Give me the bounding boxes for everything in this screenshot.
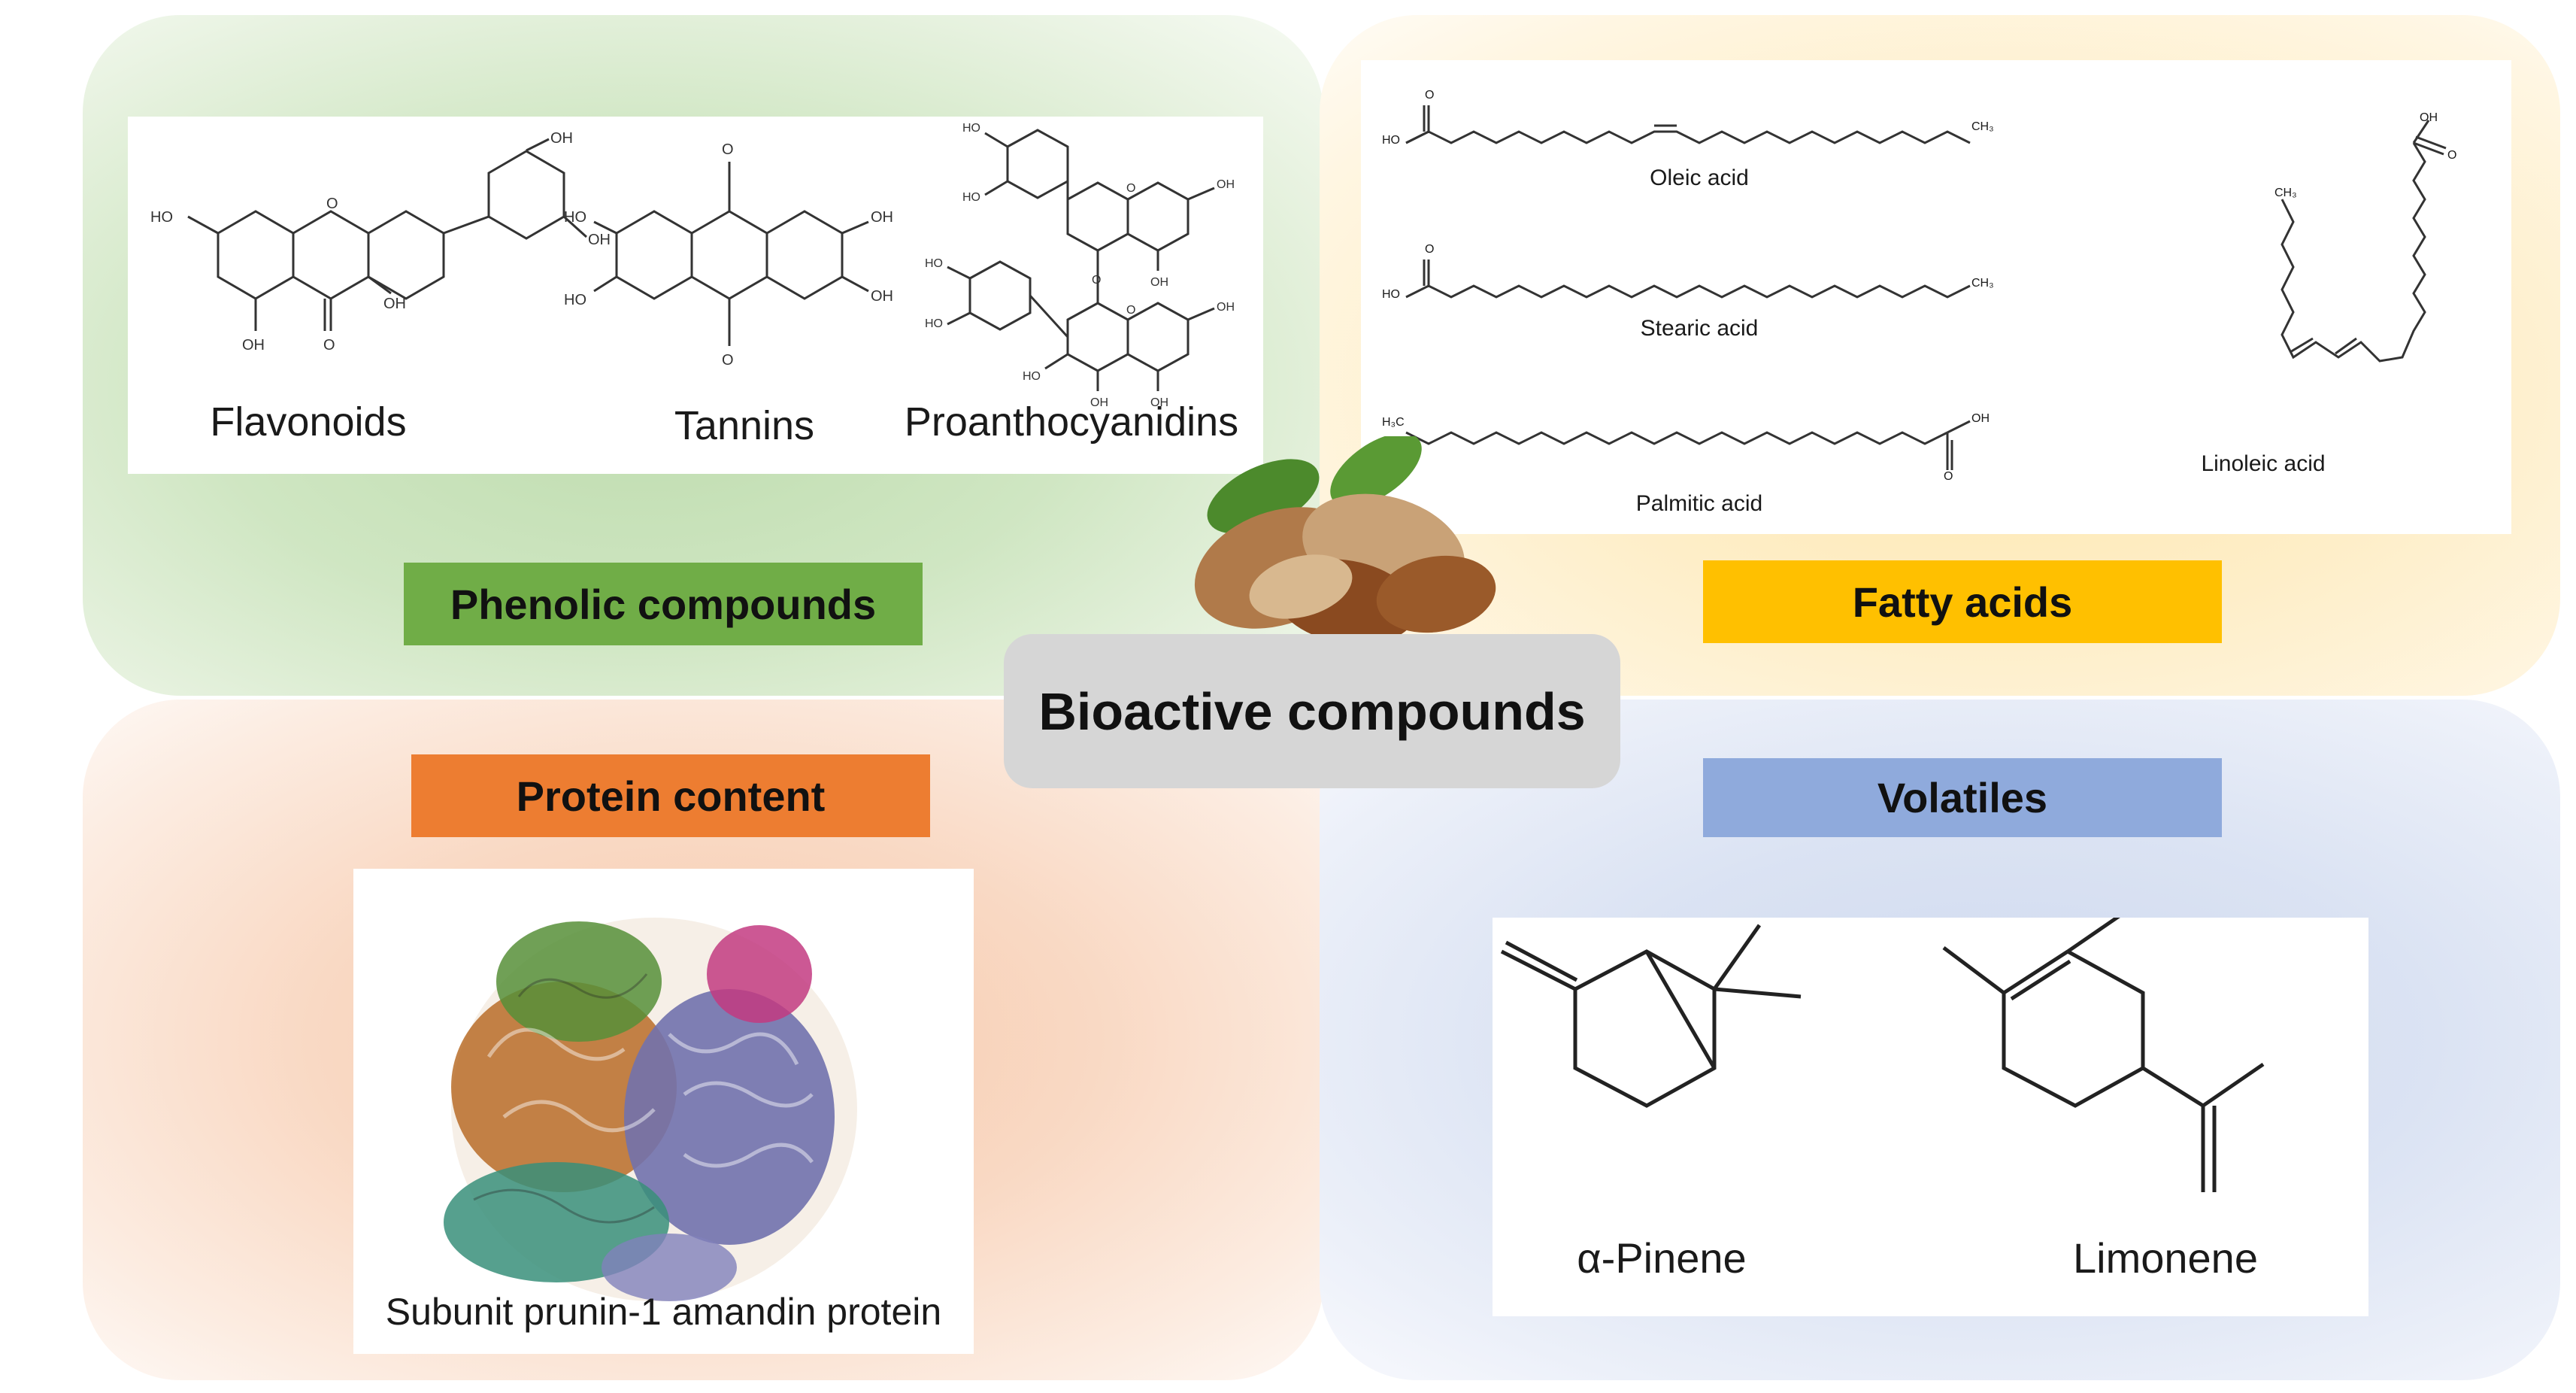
protein-caption: Subunit prunin-1 amandin protein [385,1291,942,1333]
tannin-structure [593,162,869,346]
oleic-ho: HO [1382,134,1400,147]
flavonoid-oh-label-1: HO [150,209,173,226]
volatiles-tag: Volatiles [1703,758,2222,837]
tannin-oh-label-3: OH [871,209,893,226]
flavonoid-oh-label-4: OH [550,130,573,147]
pac-oh-label-6: OH [1217,301,1235,314]
pac-oh-label-7: OH [1150,276,1168,289]
flavonoid-oh-label-3: OH [383,296,406,312]
flavonoid-o-label-2: O [323,337,335,354]
stearic-ch3: CH₃ [1971,277,1994,290]
palmitic-o: O [1944,470,1953,483]
stearic-ho: HO [1382,288,1400,301]
tannin-oh-label-4: OH [871,288,893,305]
pac-oh-label-2: HO [962,191,980,204]
pac-oh-label-4: HO [925,317,943,330]
protein-ribbon-image [444,918,857,1301]
pac-oh-label-5: OH [1217,178,1235,191]
proanthocyanidin-structure [947,129,1215,391]
fatty-acid-lines [1361,60,2511,534]
pac-oh-label-1: HO [962,122,980,135]
protein-structure-panel: Subunit prunin-1 amandin protein [353,869,974,1354]
linoleic-acid-caption: Linoleic acid [2201,451,2326,476]
phenolic-compounds-tag: Phenolic compounds [404,563,923,645]
phenolic-structures-panel: O HO OH OH OH OH O O O HO HO OH OH [128,117,1263,474]
oleic-ch3: CH₃ [1971,120,1994,133]
pac-oh-label-10: HO [1023,370,1041,383]
stearic-o: O [1425,243,1435,256]
almond-illustration [1194,436,1496,645]
limonene-label: Limonene [2073,1234,2258,1282]
alpha-pinene-label: α-Pinene [1577,1234,1747,1282]
tannins-label: Tannins [674,403,815,448]
linoleic-ch3: CH₃ [2274,187,2297,199]
flavonoid-o-label: O [326,196,338,212]
pac-oh-label-9: OH [1090,396,1108,409]
pac-o-label-2: O [1126,304,1135,317]
palmitic-oh: OH [1971,412,1990,425]
alpha-pinene-structure [1500,924,1802,1108]
stearic-acid-caption: Stearic acid [1640,316,1759,341]
linoleic-oh: OH [2420,111,2438,124]
bioactive-compounds-center-label: Bioactive compounds [1004,634,1620,788]
palmitic-h3c: H₃C [1382,416,1405,429]
pac-o-label-3: O [1092,274,1101,287]
tannin-oh-label-2: HO [564,292,586,308]
flavonoids-label: Flavonoids [210,399,407,445]
pac-oh-label-8: OH [1150,396,1168,409]
fatty-acids-tag: Fatty acids [1703,560,2222,643]
limonene-structure [1942,918,2265,1192]
proanthocyanidins-label: Proanthocyanidins [904,399,1239,445]
volatiles-structures-panel: α-Pinene Limonene [1493,918,2368,1316]
protein-content-tag: Protein content [411,754,930,837]
oleic-acid-caption: Oleic acid [1650,165,1749,190]
flavonoid-structure [187,138,588,331]
palmitic-acid-caption: Palmitic acid [1635,491,1763,516]
pac-oh-label-3: HO [925,257,943,270]
linoleic-o: O [2447,149,2457,162]
tannin-oh-label-1: HO [564,209,586,226]
flavonoid-oh-label-5: OH [588,232,611,248]
oleic-o: O [1425,89,1435,102]
flavonoid-oh-label-2: OH [242,337,265,354]
tannin-o-label-1: O [722,141,734,158]
tannin-o-label-2: O [722,352,734,369]
pac-o-label-1: O [1126,182,1135,195]
